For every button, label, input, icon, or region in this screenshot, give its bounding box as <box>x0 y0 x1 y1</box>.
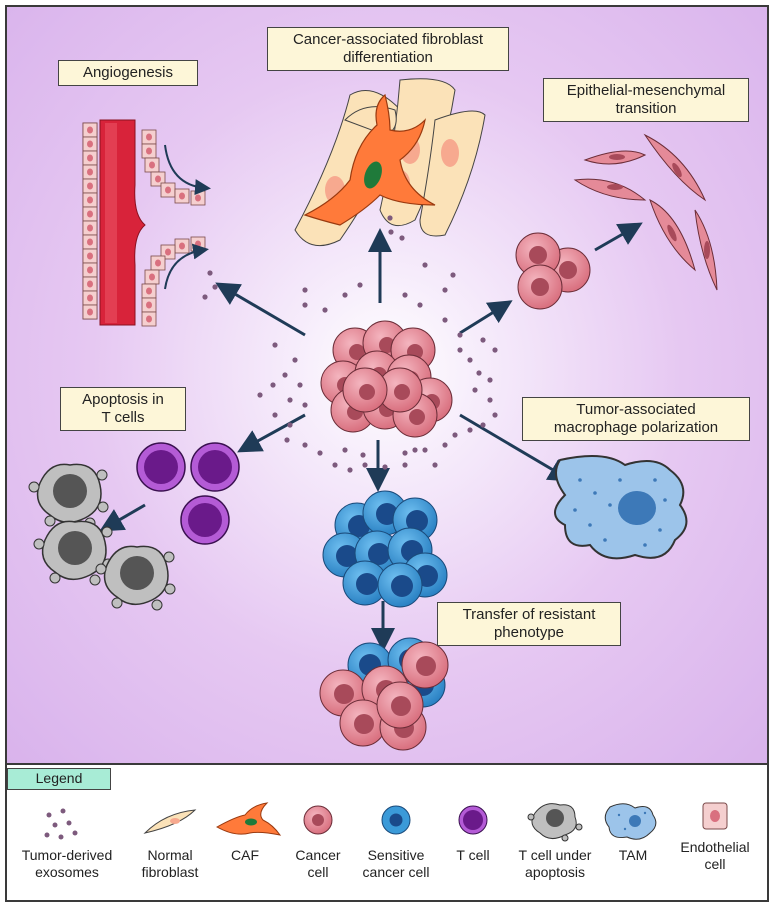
label-resistance: Transfer of resistant phenotype <box>437 602 621 646</box>
legend-label-caf: CAF <box>231 847 259 863</box>
endothelial-column-left <box>82 122 98 320</box>
legend-label-endothelial-cell: Endothelial cell <box>680 839 750 872</box>
t-cells <box>136 442 240 545</box>
fibroblast-cluster <box>294 78 486 247</box>
emt-cells <box>515 133 718 310</box>
legend-panel <box>5 765 769 902</box>
legend-title: Legend <box>7 768 111 790</box>
center-arrows <box>99 282 573 652</box>
tam-macrophage <box>554 455 688 560</box>
resistant-cell-cluster <box>319 637 449 751</box>
legend-label-sensitive-cancer-cell: Sensitive cancer cell <box>362 847 430 880</box>
label-emt: Epithelial-mesenchymal transition <box>543 78 749 122</box>
diagram-artwork <box>28 78 718 751</box>
sensitive-cell-cluster <box>322 490 448 608</box>
legend-label-normal-fibroblast: Normal fibroblast <box>141 847 199 880</box>
legend-label-apoptotic-t-cell: T cell under apoptosis <box>518 847 592 880</box>
blood-vessel <box>82 119 211 327</box>
label-angiogenesis: Angiogenesis <box>58 60 198 86</box>
legend-label-t-cell: T cell <box>456 847 490 863</box>
label-apoptosis: Apoptosis in T cells <box>60 387 186 431</box>
apoptotic-t-cells <box>28 463 176 611</box>
legend-label-tam: TAM <box>618 847 648 863</box>
legend-label-cancer-cell: Cancer cell <box>295 847 341 880</box>
legend-label-exosomes: Tumor-derived exosomes <box>21 847 113 880</box>
label-tam-polarization: Tumor-associated macrophage polarization <box>522 397 750 441</box>
exosome-dots <box>202 215 498 473</box>
label-caf-differentiation: Cancer-associated fibroblast differentia… <box>267 27 509 71</box>
central-tumor <box>320 320 453 438</box>
